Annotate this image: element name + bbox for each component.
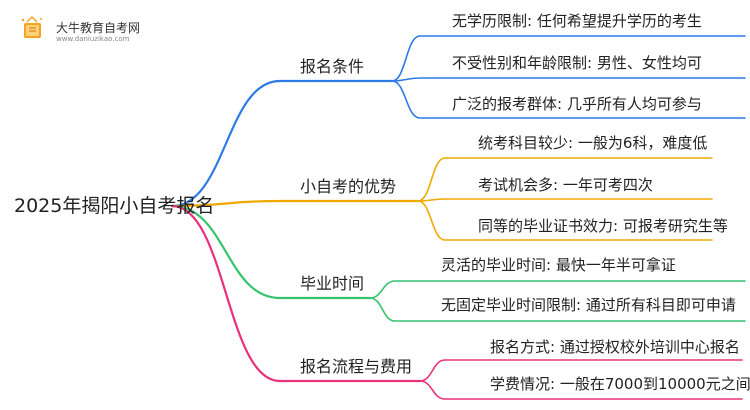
leaf-connector-2-0 — [369, 280, 746, 299]
leaf-connector-1-0 — [417, 157, 713, 202]
branch-connector-3 — [170, 204, 422, 383]
leaf-connector-1-2 — [417, 200, 713, 241]
site-logo: 大牛教育自考网 www.daniuzikao.com — [6, 12, 156, 52]
leaf-signup-method: 报名方式: 通过授权校外培训中心报名 — [490, 338, 740, 356]
branch-connector-1 — [170, 199, 420, 208]
branch-conditions: 报名条件 — [300, 57, 365, 76]
leaf-connector-1-1 — [417, 198, 713, 202]
leaf-no-education-limit: 无学历限制: 任何希望提升学历的考生 — [452, 12, 702, 30]
book-icon — [21, 15, 42, 38]
leaf-more-exam-chances: 考试机会多: 一年可考四次 — [478, 176, 653, 194]
leaf-connector-0-1 — [391, 77, 746, 82]
leaf-fewer-subjects: 统考科目较少: 一般为6科，难度低 — [478, 134, 708, 152]
leaf-connector-3-0 — [419, 359, 743, 382]
leaf-equal-certificate: 同等的毕业证书效力: 可报考研究生等 — [478, 217, 728, 235]
branch-connector-2 — [170, 204, 372, 300]
leaf-connector-0-0 — [391, 35, 746, 82]
leaf-no-fixed-graduation: 无固定毕业时间限制: 通过所有科目即可申请 — [441, 296, 736, 314]
branch-connector-0 — [170, 79, 394, 208]
leaf-no-gender-age-limit: 不受性别和年龄限制: 男性、女性均可 — [452, 54, 702, 72]
leaf-connector-0-2 — [391, 80, 746, 119]
leaf-connector-2-1 — [369, 297, 746, 322]
branch-advantages: 小自考的优势 — [300, 177, 397, 196]
leaf-flexible-graduation: 灵活的毕业时间: 最快一年半可拿证 — [441, 256, 676, 274]
leaf-tuition: 学费情况: 一般在7000到10000元之间 — [490, 375, 750, 393]
root-node: 2025年揭阳小自考报名 — [14, 195, 215, 217]
leaf-connector-3-1 — [419, 380, 743, 400]
branch-process-fees: 报名流程与费用 — [300, 357, 413, 376]
logo-title: 大牛教育自考网 — [56, 21, 141, 35]
leaf-wide-audience: 广泛的报考群体: 几乎所有人均可参与 — [452, 95, 702, 113]
logo-url: www.daniuzikao.com — [56, 35, 130, 43]
branch-graduation: 毕业时间 — [300, 274, 365, 293]
